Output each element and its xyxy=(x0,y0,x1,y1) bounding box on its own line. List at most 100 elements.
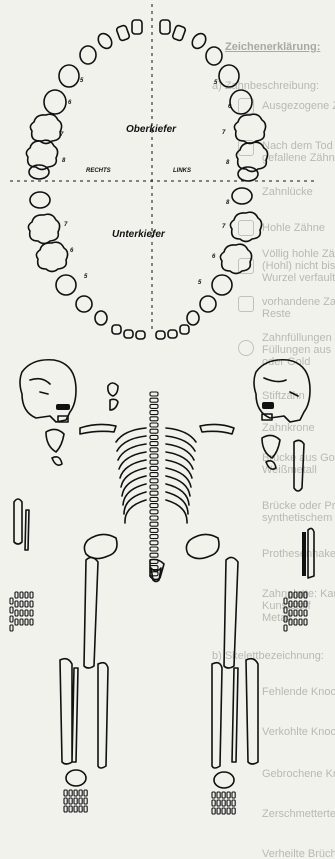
vertebra xyxy=(150,454,158,458)
humerus-left-front xyxy=(14,499,22,544)
vertebra xyxy=(150,528,158,532)
tooth xyxy=(200,296,216,312)
clavicle-right xyxy=(200,424,234,434)
phalanx xyxy=(20,592,23,598)
phalanx xyxy=(10,616,13,622)
tooth xyxy=(116,25,130,42)
phalanx xyxy=(15,601,18,607)
phalanx xyxy=(299,601,302,607)
tooth xyxy=(44,90,66,114)
tibia-left-back xyxy=(98,663,108,768)
toe-bone xyxy=(69,798,72,804)
skull-left xyxy=(20,360,76,422)
tooth xyxy=(230,90,252,114)
hand-right xyxy=(284,592,307,631)
rib-left xyxy=(125,500,146,523)
toe-bone xyxy=(79,806,82,812)
toe-bone xyxy=(84,790,87,796)
phalanx xyxy=(304,601,307,607)
radius-left-front xyxy=(25,510,29,550)
toe-bone xyxy=(64,798,67,804)
phalanx xyxy=(15,610,18,616)
lower-teeth xyxy=(28,188,261,339)
left-side-label: LINKS xyxy=(173,168,191,174)
tooth-number: 6 xyxy=(68,100,71,106)
tooth xyxy=(95,311,107,325)
toe-bone xyxy=(212,800,215,806)
toe-bone xyxy=(69,806,72,812)
vertebra xyxy=(150,411,158,415)
tooth xyxy=(172,25,186,42)
phalanx xyxy=(289,592,292,598)
tooth xyxy=(160,20,170,34)
toe-bone xyxy=(64,806,67,812)
tooth-number: 6 xyxy=(212,254,215,260)
tooth xyxy=(168,330,177,338)
skeleton-diagram xyxy=(10,360,314,814)
phalanx xyxy=(284,598,287,604)
tooth xyxy=(95,31,114,51)
upper-jaw-label: Oberkiefer xyxy=(126,124,176,135)
toe-bone xyxy=(227,808,230,814)
phalanx xyxy=(289,619,292,625)
vertebra xyxy=(150,510,158,514)
phalanx xyxy=(299,610,302,616)
tooth-number: 8 xyxy=(226,200,229,206)
phalanx xyxy=(10,598,13,604)
phalanx xyxy=(15,592,18,598)
tooth-number: 6 xyxy=(228,104,231,110)
tooth xyxy=(156,331,165,339)
radius-right-charred xyxy=(302,532,306,576)
phalanx xyxy=(30,619,33,625)
tooth xyxy=(180,325,189,334)
phalanx xyxy=(20,601,23,607)
phalanx xyxy=(294,592,297,598)
vertebra xyxy=(150,460,158,464)
pelvis-left xyxy=(84,534,117,558)
vertebra xyxy=(150,485,158,489)
toe-bone xyxy=(212,808,215,814)
vertebra xyxy=(150,429,158,433)
tooth xyxy=(124,330,133,338)
tooth xyxy=(80,46,96,64)
dental-chart xyxy=(10,4,318,339)
rib-right xyxy=(166,500,187,523)
ribcage-back xyxy=(116,428,196,523)
phalanx xyxy=(289,610,292,616)
phalanx xyxy=(10,625,13,631)
vertebra xyxy=(150,522,158,526)
tooth-number: 8 xyxy=(62,158,65,164)
toe-bone xyxy=(217,792,220,798)
atlas-bone xyxy=(108,383,118,410)
tooth xyxy=(28,214,59,243)
foot-left xyxy=(64,770,87,812)
toe-bone xyxy=(74,806,77,812)
phalanx xyxy=(30,610,33,616)
phalanx xyxy=(284,616,287,622)
tibia-right-back xyxy=(212,663,222,768)
vertebra xyxy=(150,392,158,396)
toe-bone xyxy=(222,792,225,798)
pelvis-right xyxy=(186,534,219,558)
toe-bone xyxy=(79,798,82,804)
femur-left-back xyxy=(84,557,98,668)
vertebra xyxy=(150,491,158,495)
ulna-right xyxy=(308,528,314,578)
vertebra xyxy=(150,417,158,421)
phalanx xyxy=(299,592,302,598)
tooth-number: 5 xyxy=(80,78,83,84)
tooth xyxy=(136,331,145,339)
phalanx xyxy=(30,592,33,598)
tibia-fibula-right xyxy=(232,659,258,764)
vertebra xyxy=(150,504,158,508)
toe-bone xyxy=(227,792,230,798)
toe-bone xyxy=(232,792,235,798)
phalanx xyxy=(25,619,28,625)
heel-bone xyxy=(214,772,234,788)
toe-bone xyxy=(222,808,225,814)
phalanx xyxy=(304,610,307,616)
toe-bone xyxy=(222,800,225,806)
phalanx xyxy=(25,592,28,598)
phalanx xyxy=(25,610,28,616)
tooth xyxy=(206,47,222,65)
